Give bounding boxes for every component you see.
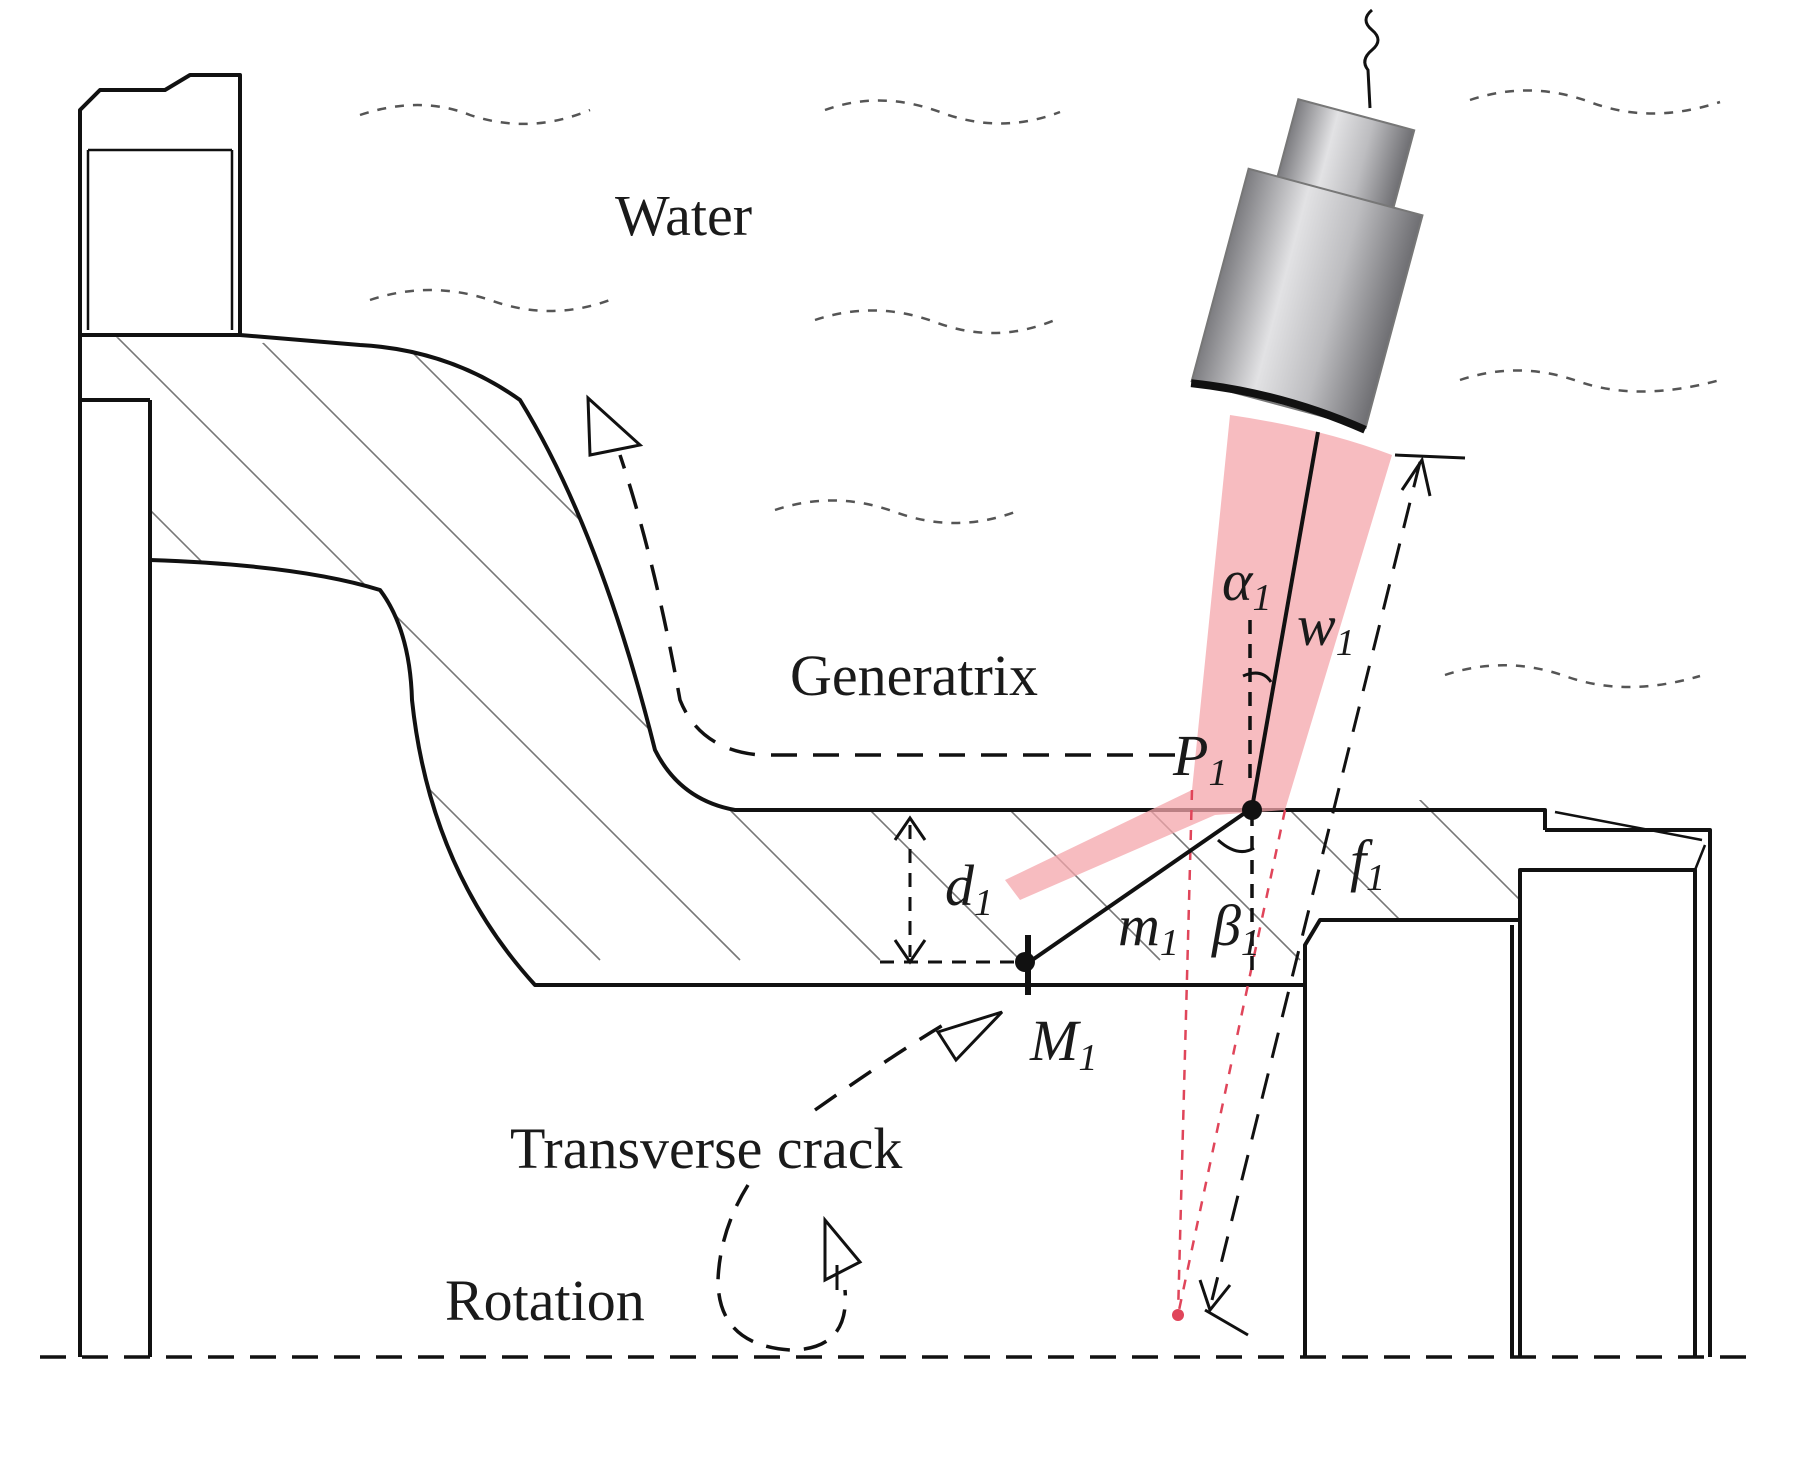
ultrasound-beam	[1005, 415, 1392, 900]
dimension-f1	[1198, 453, 1466, 1337]
symbol-p1: P1	[1172, 723, 1227, 794]
dimension-d1	[880, 815, 1015, 965]
focal-point	[1172, 1309, 1184, 1321]
label-water: Water	[615, 183, 752, 248]
beam-axis-w1	[1250, 431, 1320, 809]
symbol-m1: m1	[1118, 893, 1179, 964]
label-generatrix: Generatrix	[790, 643, 1038, 708]
symbol-w1: w1	[1297, 593, 1355, 664]
symbol-m1-point: M1	[1029, 1008, 1097, 1079]
workpiece-outline	[78, 73, 1712, 1357]
angle-arc-beta	[1216, 838, 1255, 854]
rotation-arrow	[716, 1184, 848, 1352]
symbol-alpha1: α1	[1222, 548, 1271, 619]
symbol-beta1: β1	[1211, 893, 1260, 964]
symbol-f1: f1	[1350, 828, 1385, 899]
probe-cable	[1363, 8, 1380, 109]
point-p1	[1242, 800, 1262, 820]
water-waves	[359, 89, 1721, 689]
section-hatching	[80, 335, 1540, 961]
symbol-d1: d1	[945, 853, 993, 924]
generatrix-arrow	[618, 454, 1175, 757]
ultrasonic-probe	[1190, 98, 1424, 434]
generatrix-arrowhead	[586, 394, 644, 457]
refracted-ray-m1	[1023, 806, 1254, 967]
angle-arc-alpha	[1242, 671, 1273, 683]
rotation-arrowhead	[823, 1215, 863, 1283]
crack-pointer-arrowhead	[935, 1010, 1004, 1063]
focal-rays	[1176, 789, 1287, 1316]
label-transverse-crack: Transverse crack	[510, 1116, 902, 1181]
crack-pointer-arrow	[813, 1016, 956, 1112]
label-rotation: Rotation	[445, 1268, 645, 1333]
